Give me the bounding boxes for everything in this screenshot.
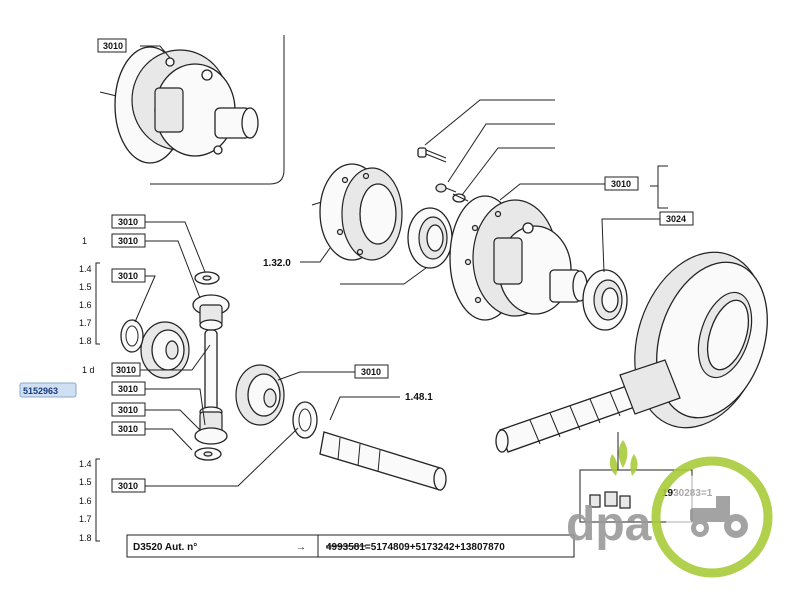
splined-shaft — [319, 431, 447, 491]
part-ref-box[interactable]: 3010 — [97, 38, 127, 53]
side-gear-right — [235, 364, 285, 426]
part-ref-box[interactable]: 3010 — [111, 421, 146, 436]
bolt — [417, 147, 447, 163]
part-ref-box[interactable]: 3010 — [111, 233, 146, 248]
leader-r3 — [134, 275, 156, 323]
group1-item-1: 1.4 — [79, 264, 92, 274]
group1-item-2: 1.5 — [79, 282, 92, 292]
part-ref-label: 3010 — [118, 481, 138, 491]
leader-pin — [447, 123, 555, 183]
part-ref-box[interactable]: 3010 — [111, 381, 146, 396]
leader-r11 — [601, 218, 660, 273]
differential-housing-inset — [99, 46, 259, 164]
group2-item-5: 1.8 — [79, 533, 92, 543]
group1-item-3: 1.6 — [79, 300, 92, 310]
selected-part-number: 5152963 — [23, 386, 58, 396]
leader-r10 — [499, 183, 605, 201]
pinion-shaft — [495, 359, 681, 453]
selected-part-badge[interactable]: 5152963 — [19, 382, 77, 398]
group1-item-5: 1.8 — [79, 336, 92, 346]
bearing-left — [407, 207, 453, 269]
serial-footer: D3520 Aut. n° → 4993581=5174809+5173242+… — [126, 534, 575, 558]
leader-r6 — [145, 409, 201, 431]
group2-item-1: 1.4 — [79, 459, 92, 469]
pin-2 — [452, 193, 469, 203]
part-ref-box[interactable]: 3010 — [111, 268, 146, 283]
shim-washer-left — [120, 319, 144, 353]
part-ref-label: 3010 — [118, 405, 138, 415]
group-bracket-1: 1.4 1.5 1.6 1.7 1.8 — [79, 262, 100, 346]
part-ref-label: 3024 — [666, 214, 686, 224]
logo-ring — [651, 456, 773, 578]
ref-number-1-48-1[interactable]: 1.48.1 — [405, 392, 433, 403]
group2-item-4: 1.7 — [79, 514, 92, 524]
leader-n148 — [329, 396, 400, 421]
leader-bearing — [340, 267, 427, 285]
thrust-washer-top — [194, 271, 220, 285]
part-ref-box[interactable]: 3010 — [111, 214, 146, 229]
bevel-gear-top — [192, 294, 230, 331]
part-ref-box[interactable]: 3010 — [111, 478, 146, 493]
shim-washer-right — [292, 401, 318, 439]
group1-item-4: 1.7 — [79, 318, 92, 328]
part-ref-label: 3010 — [116, 365, 136, 375]
part-ref-box[interactable]: 3010 — [604, 176, 639, 191]
leader-pin-2 — [461, 147, 555, 196]
part-ref-label: 3010 — [118, 424, 138, 434]
tractor-icon — [690, 496, 748, 538]
bearing-cover — [311, 163, 403, 261]
qty-1d: 1 d — [82, 365, 95, 375]
dpa-logo: dpa — [566, 440, 773, 578]
wheat-icon — [609, 440, 638, 476]
bevel-gear-bottom — [194, 406, 228, 445]
leader-r2 — [145, 240, 201, 299]
qty-1: 1 — [82, 236, 87, 246]
spider-shaft — [204, 329, 218, 419]
part-ref-label: 3010 — [118, 271, 138, 281]
arrow-icon: → — [296, 542, 306, 553]
part-ref-label: 3010 — [118, 236, 138, 246]
group-bracket-2: 1.4 1.5 1.6 1.7 1.8 — [79, 458, 100, 543]
pin — [435, 183, 457, 193]
part-ref-box[interactable]: 3010 — [354, 364, 389, 379]
leader-r12 — [140, 45, 171, 59]
serial-numbers: 4993581=5174809+5173242+13807870 — [326, 542, 505, 553]
leader-r4 — [140, 344, 211, 371]
model-label: D3520 Aut. n° — [133, 542, 197, 553]
leader-r7 — [145, 428, 193, 451]
part-ref-label: 3010 — [118, 384, 138, 394]
differential-case — [449, 195, 588, 321]
leader-bolt — [424, 99, 555, 146]
leader-r9 — [277, 371, 355, 381]
part-ref-label: 3010 — [118, 217, 138, 227]
ref-number-1-32-0[interactable]: 1.32.0 — [263, 258, 291, 269]
bracket-right-frame — [650, 165, 668, 209]
inset-frame — [150, 35, 285, 185]
leader-r5 — [145, 388, 206, 426]
crown-wheel — [634, 251, 768, 429]
thrust-washer-bottom — [194, 447, 222, 461]
group2-item-2: 1.5 — [79, 477, 92, 487]
part-ref-box[interactable]: 3010 — [111, 402, 146, 417]
leader-n132 — [300, 247, 331, 263]
logo-text: dpa — [566, 498, 652, 551]
leader-r8 — [145, 427, 299, 487]
leader-r1 — [145, 221, 206, 273]
group2-item-3: 1.6 — [79, 496, 92, 506]
bearing-right — [582, 269, 628, 331]
part-ref-label: 3010 — [103, 41, 123, 51]
part-ref-box[interactable]: 3010 — [111, 362, 141, 377]
part-ref-label: 3010 — [361, 367, 381, 377]
part-ref-label: 3010 — [611, 179, 631, 189]
part-ref-box[interactable]: 3024 — [659, 211, 694, 226]
